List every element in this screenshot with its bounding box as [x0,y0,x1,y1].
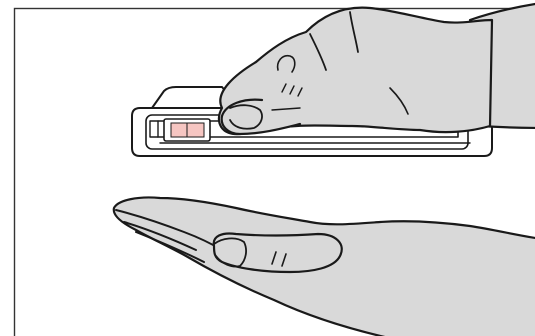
illustration-panel [0,0,535,336]
illustration-svg [0,0,535,336]
